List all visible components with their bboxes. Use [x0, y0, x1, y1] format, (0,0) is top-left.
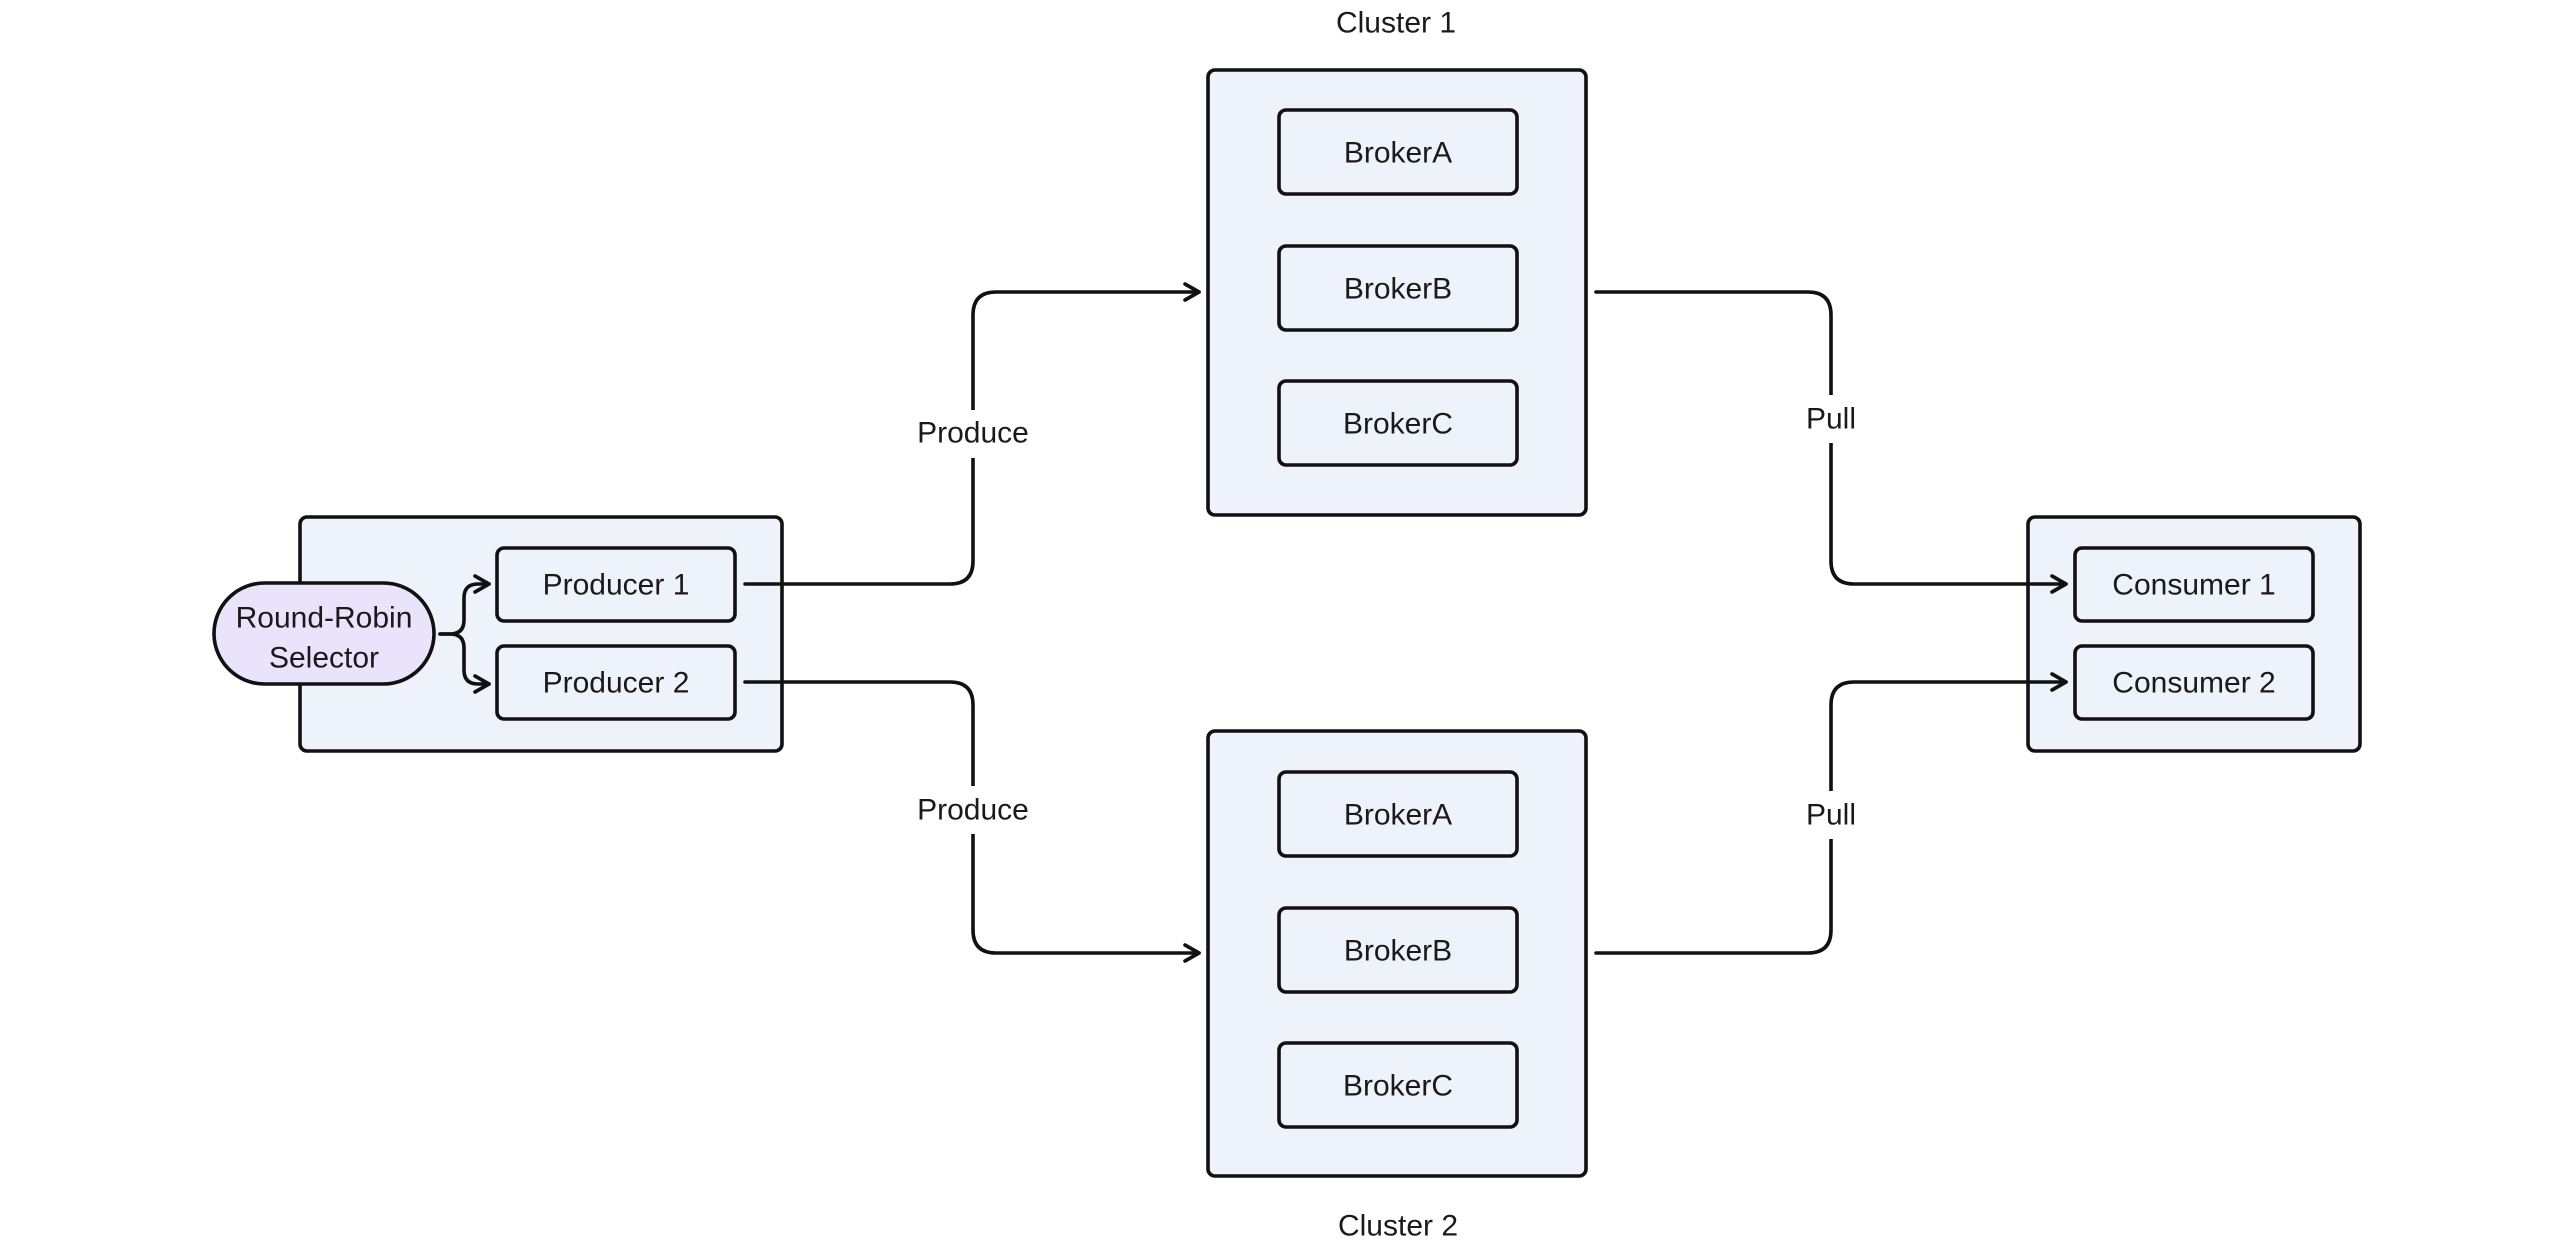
round-robin-selector: Round-Robin Selector — [212, 581, 436, 686]
cluster-2-broker-c-label: BrokerC — [1343, 1070, 1453, 1103]
producer-1-label: Producer 1 — [543, 569, 690, 602]
producer-1-box: Producer 1 — [495, 546, 737, 623]
cluster-1-broker-b-label: BrokerB — [1344, 273, 1452, 306]
cluster-2-broker-b: BrokerB — [1277, 906, 1519, 994]
selector-to-producer-2-arrow — [438, 632, 491, 694]
selector-label-line2: Selector — [269, 642, 379, 675]
pull-edge-label-bottom: Pull — [1806, 799, 1856, 832]
cluster-1-broker-a: BrokerA — [1277, 108, 1519, 196]
cluster-2-broker-b-label: BrokerB — [1344, 935, 1452, 968]
producer-2-box: Producer 2 — [495, 644, 737, 721]
cluster-1-broker-c: BrokerC — [1277, 379, 1519, 467]
cluster-1-broker-a-label: BrokerA — [1344, 137, 1452, 170]
cluster-2-broker-a: BrokerA — [1277, 770, 1519, 858]
consumer-2-box: Consumer 2 — [2073, 644, 2315, 721]
cluster-2-broker-c: BrokerC — [1277, 1041, 1519, 1129]
pull-edge-label-top: Pull — [1806, 403, 1856, 436]
produce-edge-label-top: Produce — [917, 417, 1029, 450]
cluster-1-broker-c-label: BrokerC — [1343, 408, 1453, 441]
consumer-1-box: Consumer 1 — [2073, 546, 2315, 623]
consumer-1-label: Consumer 1 — [2112, 569, 2275, 602]
produce-edge-label-bottom: Produce — [917, 794, 1029, 827]
consumer-2-label: Consumer 2 — [2112, 667, 2275, 700]
selector-label-line1: Round-Robin — [236, 602, 413, 635]
producer-2-label: Producer 2 — [543, 667, 690, 700]
cluster-1-broker-b: BrokerB — [1277, 244, 1519, 332]
cluster-1-title: Cluster 1 — [1336, 7, 1456, 40]
cluster-2-title: Cluster 2 — [1338, 1210, 1458, 1243]
cluster-2-broker-a-label: BrokerA — [1344, 799, 1452, 832]
